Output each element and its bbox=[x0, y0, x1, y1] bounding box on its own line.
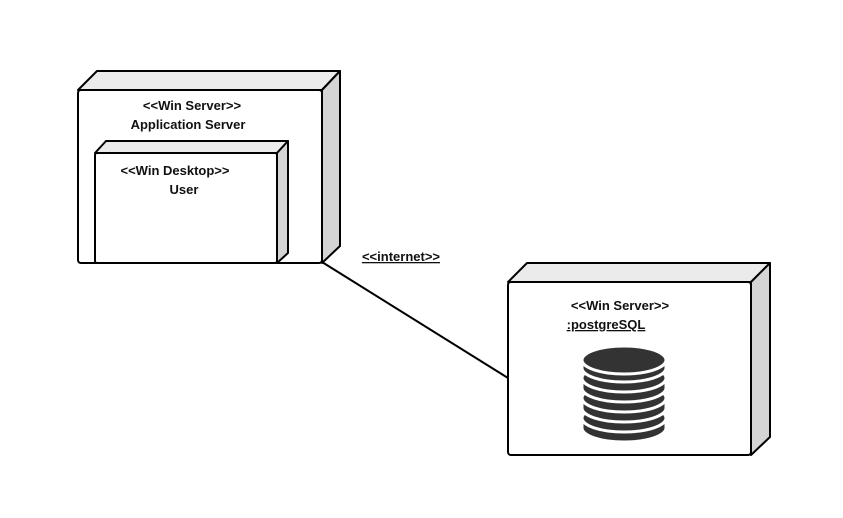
db-server-name: :postgreSQL bbox=[567, 317, 646, 332]
user-desktop-node-face bbox=[94, 152, 278, 264]
user-desktop-name: User bbox=[170, 182, 199, 197]
database-icon bbox=[580, 344, 668, 444]
db-server-stereotype: <<Win Server>> bbox=[571, 298, 670, 313]
user-desktop-node-side bbox=[276, 140, 289, 264]
internet-connection-line bbox=[321, 261, 509, 379]
user-desktop-stereotype: <<Win Desktop>> bbox=[121, 163, 230, 178]
app-server-name: Application Server bbox=[131, 117, 246, 132]
app-server-node-top bbox=[77, 70, 341, 91]
app-server-stereotype: <<Win Server>> bbox=[143, 98, 242, 113]
user-desktop-node[interactable]: <<Win Desktop>> User bbox=[94, 140, 289, 264]
user-desktop-node-top bbox=[94, 140, 289, 154]
db-server-node-side bbox=[750, 262, 771, 456]
app-server-node-side bbox=[321, 70, 341, 264]
internet-connection-label: <<internet>> bbox=[362, 249, 440, 264]
db-server-node[interactable]: <<Win Server>> :postgreSQL bbox=[507, 262, 771, 456]
db-server-node-top bbox=[507, 262, 771, 283]
